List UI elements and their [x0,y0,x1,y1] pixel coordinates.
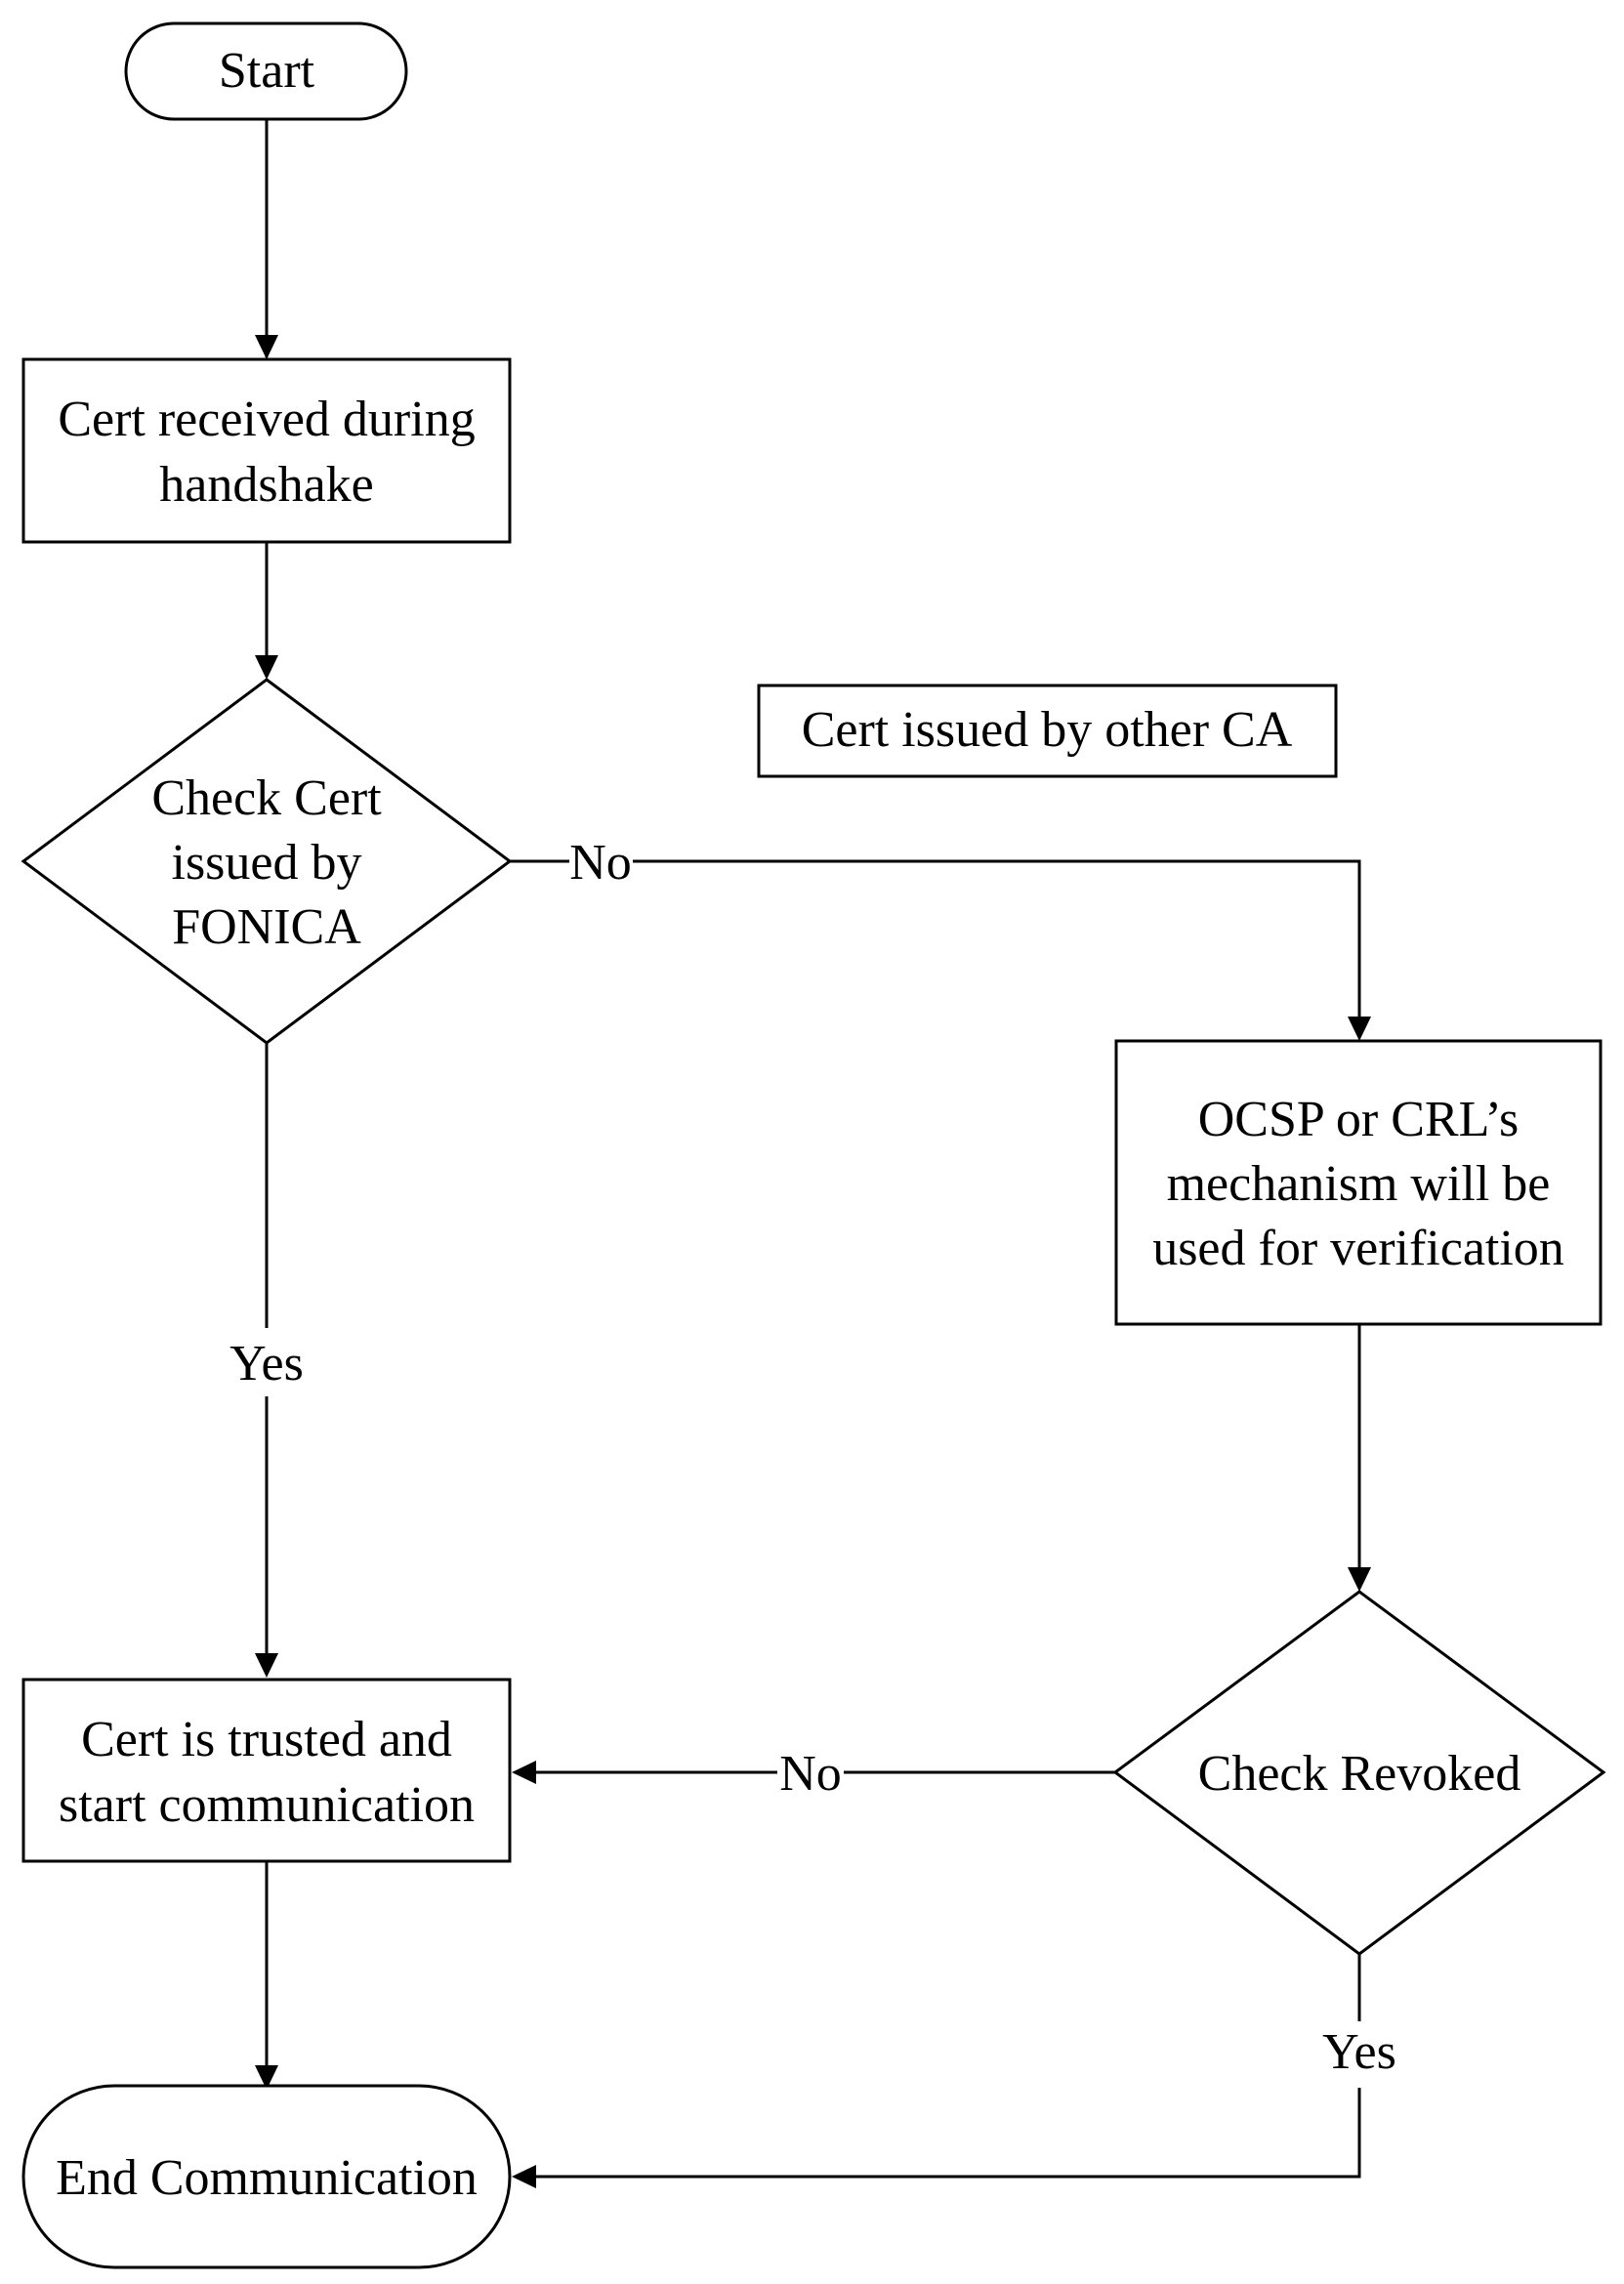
ocsp-crl-label-line3: used for verification [1152,1221,1564,1276]
ocsp-crl-label-line2: mechanism will be [1167,1156,1551,1212]
arrowhead-start-to-cert-received [255,335,278,359]
trusted-node: Cert is trusted and start communication [21,1678,512,1863]
check-fonica-label-line1: Check Cert [151,770,382,826]
ocsp-crl-box [1114,1039,1603,1326]
cert-received-label-line1: Cert received during [58,392,475,447]
arrowhead-check-revoked-to-end [512,2165,536,2188]
arrowhead-trusted-to-end [255,2065,278,2090]
check-fonica-label-line3: FONICA [172,899,361,955]
check-fonica-node: Check Cert issued by FONICA [21,678,513,1045]
cert-received-box [21,357,512,544]
check-revoked-label: Check Revoked [1198,1746,1521,1802]
arrowhead-check-revoked-to-trusted [512,1761,536,1784]
check-fonica-label-line2: issued by [172,835,362,891]
arrow-check-fonica-no-continued [633,859,1361,1037]
other-ca-node: Cert issued by other CA [757,684,1338,778]
arrow-check-revoked-yes-continued [518,2088,1361,2179]
cert-received-node: Cert received during handshake [21,357,512,544]
ocsp-crl-node: OCSP or CRL’s mechanism will be used for… [1114,1039,1603,1326]
check-revoked-node: Check Revoked [1112,1590,1606,1956]
arrowhead-cert-received-to-check-fonica [255,655,278,680]
edge-labels: No Yes No Yes [229,835,1396,2080]
start-node: Start [124,21,408,121]
arrowhead-ocsp-to-check-revoked [1348,1567,1371,1592]
other-ca-box [757,684,1338,778]
start-label: Start [219,43,315,99]
end-label: End Communication [56,2150,478,2206]
check-fonica-diamond [21,678,513,1045]
edge-label-revoked-no: No [779,1746,842,1802]
check-revoked-diamond [1112,1590,1606,1956]
trusted-label-line2: start communication [59,1777,475,1833]
connectors [255,119,1371,2188]
arrowhead-check-fonica-to-trusted [255,1653,278,1678]
other-ca-label: Cert issued by other CA [802,702,1293,758]
ocsp-crl-label-line1: OCSP or CRL’s [1198,1092,1520,1147]
edge-label-fonica-yes: Yes [229,1336,304,1391]
end-terminator-shape [21,2084,512,2269]
edge-label-fonica-no: No [569,835,632,891]
cert-received-label-line2: handshake [159,457,373,513]
arrowhead-check-fonica-to-ocsp [1348,1017,1371,1041]
trusted-box [21,1678,512,1863]
end-node: End Communication [21,2084,512,2269]
edge-label-revoked-yes: Yes [1322,2024,1396,2080]
start-terminator-shape [124,21,408,121]
trusted-label-line1: Cert is trusted and [81,1712,452,1767]
